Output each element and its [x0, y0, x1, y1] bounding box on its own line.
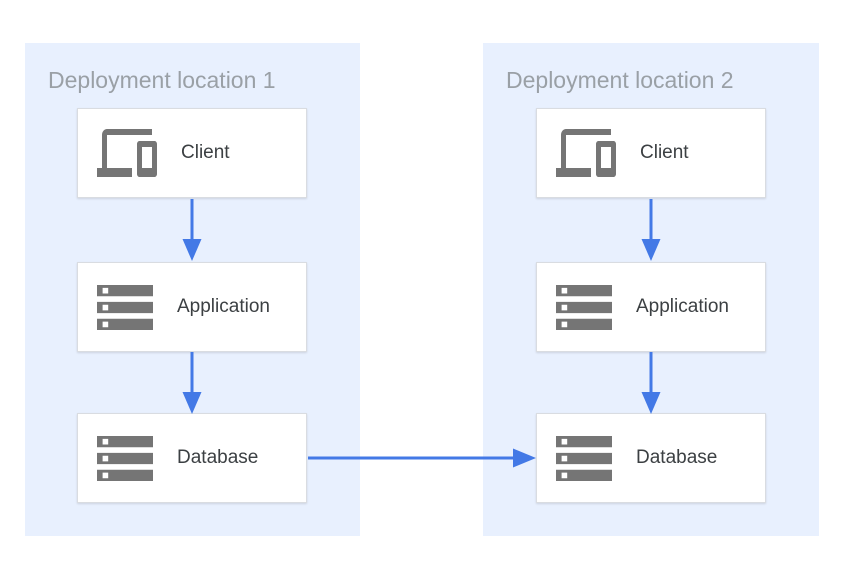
node-label: Application [177, 296, 270, 317]
node-database-2: Database [536, 413, 766, 503]
node-label: Client [640, 142, 689, 163]
server-stack-icon [556, 284, 612, 330]
server-stack-icon [97, 284, 153, 330]
deployment-location-2-panel: Deployment location 2 Client Application [483, 43, 819, 536]
deployment-location-1-panel: Deployment location 1 Client Application [25, 43, 360, 536]
devices-icon [556, 129, 616, 177]
server-stack-icon [556, 435, 612, 481]
panel-title: Deployment location 2 [506, 67, 734, 93]
node-label: Application [636, 296, 729, 317]
node-client-2: Client [536, 108, 766, 198]
devices-icon [97, 129, 157, 177]
node-application-1: Application [77, 262, 307, 352]
panel-title: Deployment location 1 [48, 67, 276, 93]
node-label: Database [177, 447, 259, 468]
node-client-1: Client [77, 108, 307, 198]
node-label: Client [181, 142, 230, 163]
node-database-1: Database [77, 413, 307, 503]
node-label: Database [636, 447, 718, 468]
node-application-2: Application [536, 262, 766, 352]
server-stack-icon [97, 435, 153, 481]
